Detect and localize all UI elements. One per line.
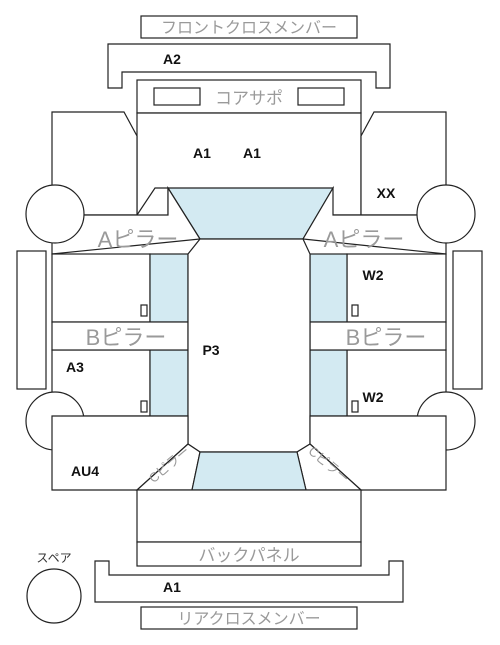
left-rear-door-code: A3 [66, 359, 84, 375]
left-rear-door-handle[interactable] [140, 400, 148, 413]
front-cross-member-code: A2 [163, 51, 181, 67]
front-left-wheel[interactable] [25, 184, 85, 244]
right-headlight[interactable] [297, 87, 345, 106]
back-panel-label: バックパネル [198, 546, 299, 565]
left-a-pillar[interactable] [51, 185, 202, 255]
left-rear-window[interactable] [149, 349, 189, 417]
right-a-pillar-label: Aピラー [324, 227, 405, 252]
core-support-label: コアサポ [215, 89, 283, 108]
rear-cross-member-label: リアクロスメンバー [177, 610, 320, 628]
right-rear-quarter[interactable] [309, 415, 447, 491]
right-side-step[interactable] [452, 250, 483, 390]
spare-tire[interactable] [26, 568, 82, 624]
left-front-door-handle[interactable] [140, 304, 148, 317]
left-front-window[interactable] [149, 253, 189, 323]
rear-cross-member-code: A1 [163, 579, 181, 595]
right-front-door-code: W2 [363, 267, 384, 283]
rear-cross-member-box[interactable] [140, 606, 358, 630]
front-right-wheel[interactable] [416, 184, 476, 244]
front-cross-member-part[interactable] [107, 43, 391, 89]
spare-label: スペア [36, 551, 71, 565]
back-panel-part[interactable] [136, 541, 362, 567]
right-b-pillar-label: Bピラー [346, 325, 427, 350]
right-b-pillar[interactable] [309, 321, 447, 351]
left-rear-quarter-code: AU4 [71, 463, 99, 479]
left-headlight[interactable] [153, 87, 201, 106]
rear-cross-member-part[interactable] [94, 560, 404, 603]
front-cross-member-box[interactable] [140, 15, 358, 39]
left-front-door[interactable] [51, 253, 151, 323]
left-a-pillar-label: Aピラー [98, 227, 179, 252]
roof-code: P3 [202, 342, 219, 358]
right-front-window[interactable] [309, 253, 348, 323]
right-rear-door-handle[interactable] [351, 400, 359, 413]
front-cross-member-label: フロントクロスメンバー [161, 19, 337, 37]
hood-code-right: A1 [243, 145, 261, 161]
right-front-door[interactable] [346, 253, 447, 323]
right-rear-window[interactable] [309, 349, 348, 417]
trunk-part[interactable] [136, 489, 362, 543]
left-b-pillar[interactable] [51, 321, 189, 351]
right-front-door-handle[interactable] [351, 304, 359, 317]
hood-code-left: A1 [193, 145, 211, 161]
right-a-pillar[interactable] [302, 185, 447, 255]
rear-window[interactable] [191, 451, 307, 491]
left-b-pillar-label: Bピラー [86, 325, 167, 350]
right-rear-door-code: W2 [363, 389, 384, 405]
left-side-step[interactable] [16, 250, 47, 390]
right-front-fender-code: XX [377, 185, 396, 201]
